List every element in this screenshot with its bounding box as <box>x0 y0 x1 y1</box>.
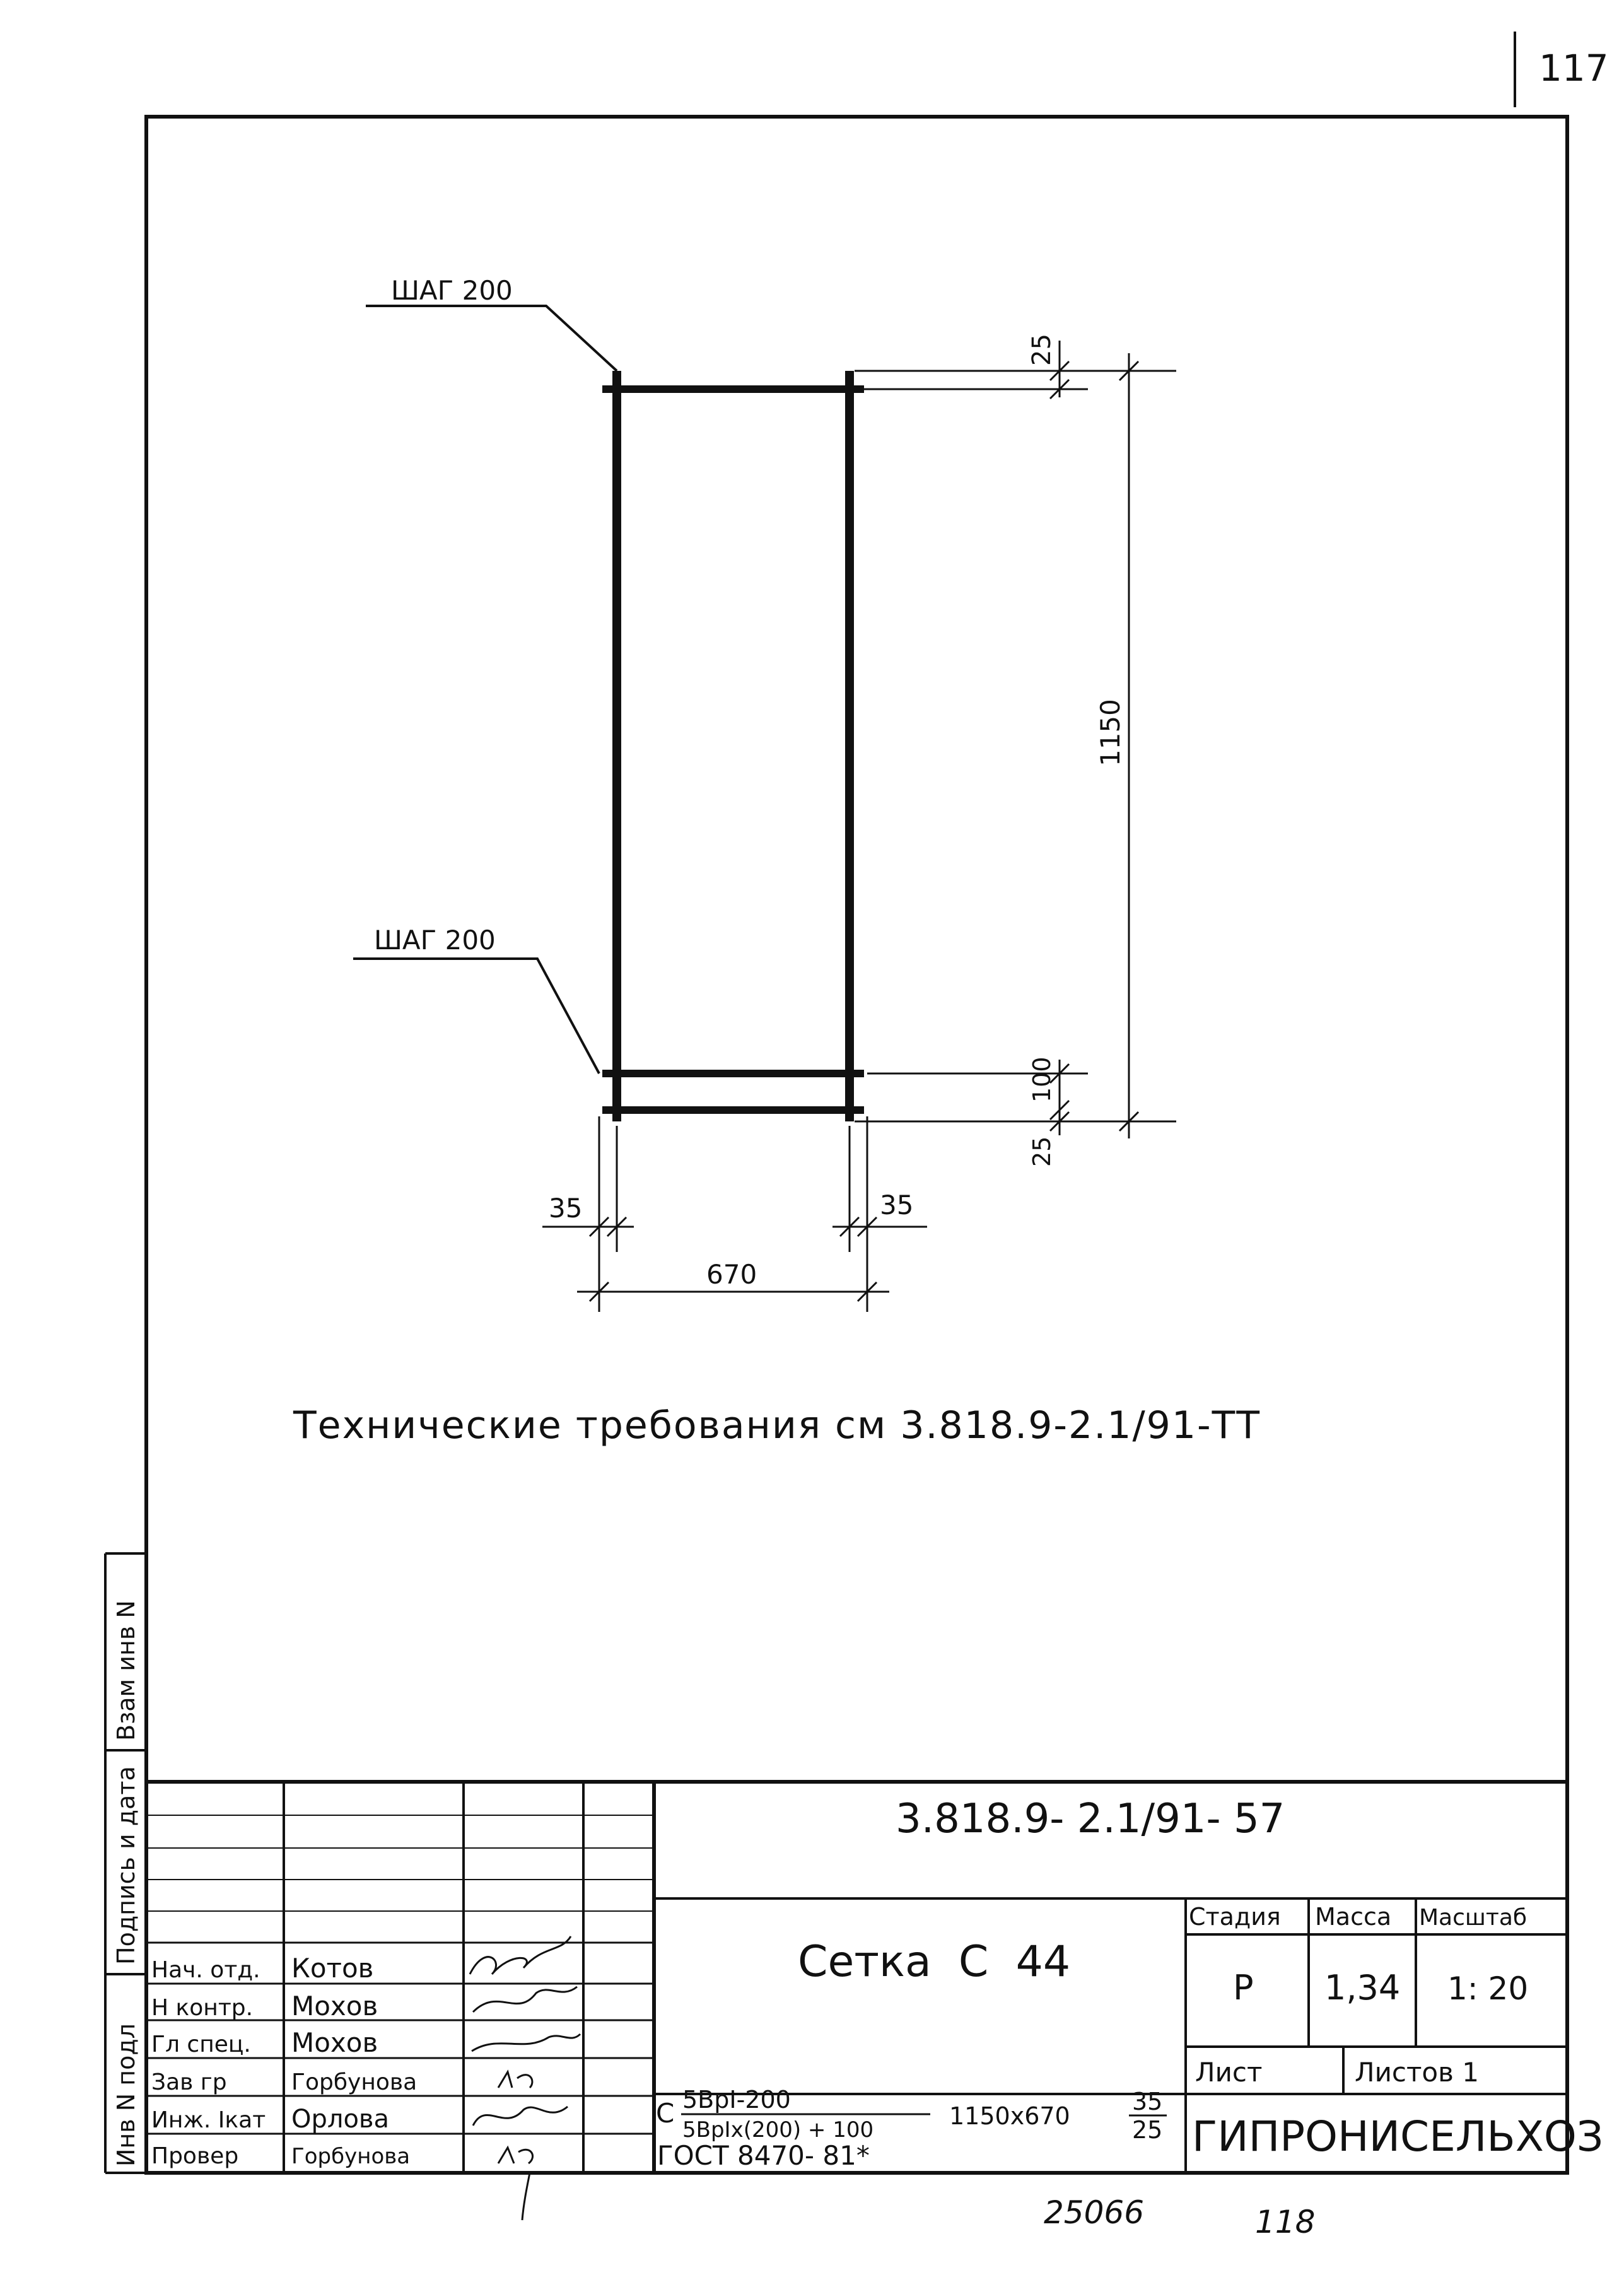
dim-bottom-offset: 25 <box>1028 1137 1056 1167</box>
sig-role: Н контр. <box>151 1995 253 2021</box>
sig-role: Инж. Iкат <box>151 2107 266 2133</box>
inv-replace-label: Взам инв N <box>112 1600 140 1741</box>
step-label-bottom: ШАГ 200 <box>374 925 496 956</box>
sig-name: Мохов <box>291 2027 378 2058</box>
spec-size: 1150х670 <box>949 2102 1070 2130</box>
step-label-top: ШАГ 200 <box>391 275 513 306</box>
col-stage: Стадия <box>1189 1903 1281 1931</box>
sig-name: Котов <box>291 1953 373 1984</box>
technical-note: Технические требования см 3.818.9-2.1/91… <box>293 1403 1261 1448</box>
archive-number: 25066 <box>1044 2194 1144 2231</box>
dim-left-overhang: 35 <box>549 1193 582 1224</box>
dim-width: 670 <box>706 1259 757 1290</box>
sig-name: Горбунова <box>291 2069 417 2095</box>
sig-name: Горбунова <box>291 2144 410 2169</box>
sig-role: Нач. отд. <box>151 1957 260 1983</box>
drawing-frame <box>144 115 1569 2175</box>
signature-date-label: Подпись и дата <box>112 1766 140 1965</box>
handwritten-signatures <box>469 1936 581 2221</box>
signature-rows: Нач. отд. Котов Н контр. Мохов Гл спец. … <box>151 1953 417 2169</box>
sig-role: Гл спец. <box>151 2032 251 2057</box>
dim-lower-spacing: 100 <box>1028 1056 1056 1103</box>
leader-bottom <box>353 957 600 1074</box>
scale-value: 1: 20 <box>1447 1970 1528 2007</box>
dim-height: 1150 <box>1095 699 1126 766</box>
spec-frac-bottom: 25 <box>1132 2116 1162 2144</box>
inv-orig-label: Инв N подл <box>112 2023 140 2167</box>
organization: ГИПРОНИСЕЛЬХОЗ <box>1192 2112 1603 2161</box>
dim-right-overhang: 35 <box>880 1190 913 1220</box>
col-scale: Масштаб <box>1419 1905 1527 1931</box>
mass-value: 1,34 <box>1324 1968 1400 2008</box>
spec-top: 5ВрI-200 <box>682 2086 791 2114</box>
mesh-title: Сетка С 44 <box>798 1937 1070 1987</box>
spec-prefix: С <box>656 2098 674 2129</box>
page-number: 117 <box>1539 47 1609 90</box>
doc-code: 3.818.9- 2.1/91- 57 <box>896 1796 1285 1842</box>
title-block: Нач. отд. Котов Н контр. Мохов Гл спец. … <box>146 1780 1603 2221</box>
sig-role: Провер <box>151 2143 238 2169</box>
sheet-label: Лист <box>1195 2057 1262 2088</box>
sheets-label: Листов 1 <box>1355 2057 1479 2088</box>
sig-name: Орлова <box>291 2105 389 2134</box>
standard: ГОСТ 8470- 81* <box>657 2140 870 2171</box>
dim-top-offset: 25 <box>1027 334 1056 366</box>
side-stamp: Взам инв N Подпись и дата Инв N подл <box>104 1552 146 2174</box>
col-mass: Масса <box>1315 1903 1391 1931</box>
spec-frac-top: 35 <box>1132 2088 1162 2115</box>
sig-name: Мохов <box>291 1991 378 2021</box>
spec-bottom: 5ВрIх(200) + 100 <box>682 2117 873 2143</box>
stage-value: Р <box>1233 1968 1254 2008</box>
leader-top <box>366 305 618 372</box>
mesh-drawing: ШАГ 200 ШАГ 200 1150 25 100 25 <box>353 275 1176 1312</box>
sig-role: Зав гр <box>151 2069 227 2095</box>
next-page-number: 118 <box>1255 2204 1315 2240</box>
